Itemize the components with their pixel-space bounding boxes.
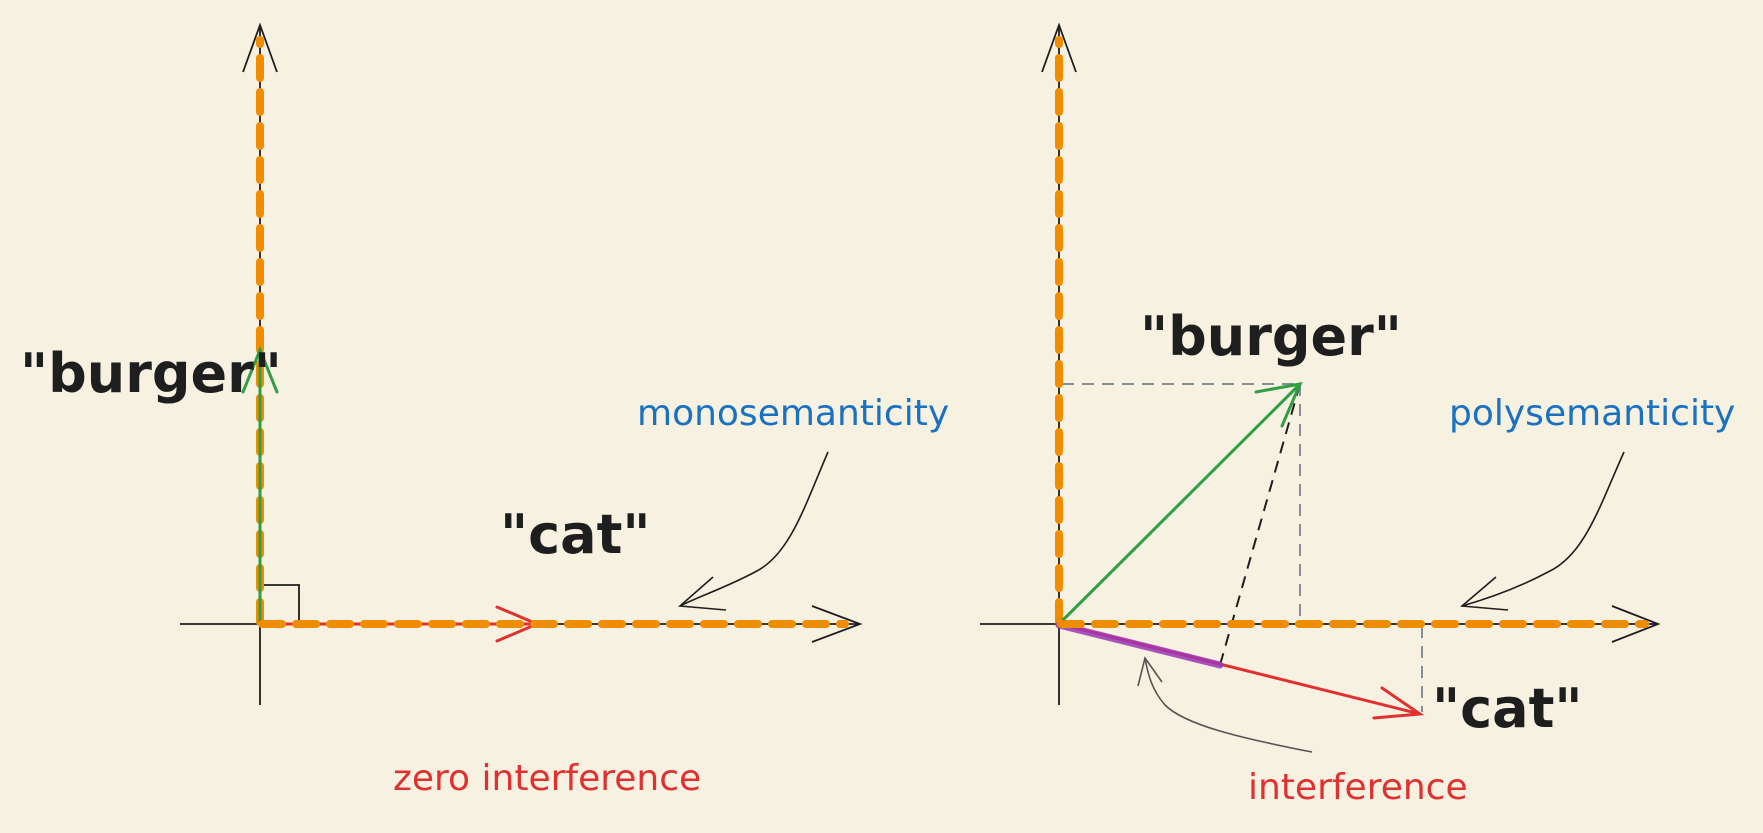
left-panel: "burger" "cat" monosemanticity zero inte…: [20, 22, 949, 799]
interference-arrow: [1137, 656, 1313, 753]
left-y-axis-arrowhead: [242, 22, 278, 73]
projection-guides: [1062, 383, 1423, 712]
right-x-axis-arrowhead: [1611, 605, 1661, 643]
right-annotation-text: polysemanticity: [1449, 393, 1735, 434]
burger-to-cat-projection: [1219, 383, 1301, 666]
right-panel: "burger" "cat" polysemanticity interfere…: [980, 22, 1735, 808]
left-cat-label: "cat": [500, 503, 651, 566]
left-caption: zero interference: [393, 758, 701, 799]
left-axes: [180, 22, 863, 705]
left-burger-vector: [241, 346, 279, 626]
right-annotation-arrow: [1460, 451, 1625, 611]
left-burger-label: "burger": [20, 342, 282, 405]
right-burger-vector: [1057, 382, 1303, 626]
right-angle-marker: [260, 584, 300, 624]
interference-segment: [1055, 621, 1224, 669]
right-burger-label: "burger": [1140, 305, 1402, 368]
right-cat-label: "cat": [1432, 677, 1583, 740]
left-annotation-arrow: [678, 451, 829, 611]
left-x-axis-arrowhead: [811, 605, 863, 643]
left-annotation-text: monosemanticity: [637, 393, 949, 434]
right-y-axis-arrowhead: [1041, 22, 1077, 73]
right-caption: interference: [1248, 767, 1468, 808]
